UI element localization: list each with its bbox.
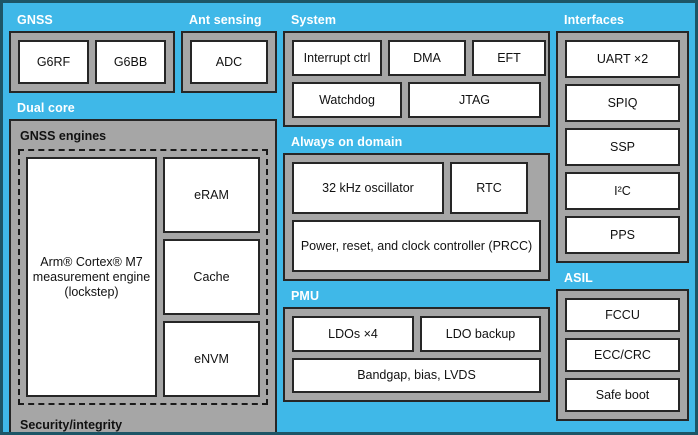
block-dma[interactable]: DMA [388, 40, 466, 76]
block-ssp[interactable]: SSP [565, 128, 680, 166]
pmu-groupbox: LDOs ×4 LDO backup Bandgap, bias, LVDS [283, 307, 550, 402]
pmu-row-1: LDOs ×4 LDO backup [292, 316, 541, 352]
section-title-dual-core: Dual core [17, 101, 75, 115]
right-column: Interfaces UART ×2 SPIQ SSP I²C PPS ASIL… [556, 9, 689, 425]
asil-groupbox: FCCU ECC/CRC Safe boot [556, 289, 689, 421]
section-title-asil: ASIL [564, 271, 593, 285]
block-i2c[interactable]: I²C [565, 172, 680, 210]
block-32khz-oscillator[interactable]: 32 kHz oscillator [292, 162, 444, 214]
section-title-system: System [291, 13, 337, 27]
block-g6rf[interactable]: G6RF [18, 40, 89, 84]
section-title-pmu: PMU [291, 289, 320, 303]
section-system: System Interrupt ctrl DMA EFT Watchdog J… [283, 9, 550, 127]
subsection-title-security-integrity: Security/integrity [20, 418, 123, 432]
block-ldos[interactable]: LDOs ×4 [292, 316, 414, 352]
pmu-row-2: Bandgap, bias, LVDS [292, 358, 541, 393]
section-title-always-on-domain: Always on domain [291, 135, 403, 149]
left-column: GNSS G6RF G6BB Ant sensing ADC [9, 9, 277, 432]
block-g6bb[interactable]: G6BB [95, 40, 167, 84]
section-title-ant-sensing: Ant sensing [189, 13, 262, 27]
memory-stack: eRAM Cache eNVM [163, 157, 260, 397]
diagram-columns: GNSS G6RF G6BB Ant sensing ADC [3, 3, 695, 432]
always-on-row-2: Power, reset, and clock controller (PRCC… [292, 220, 541, 272]
gnss-and-ant-row: GNSS G6RF G6BB Ant sensing ADC [9, 9, 277, 93]
middle-column: System Interrupt ctrl DMA EFT Watchdog J… [283, 9, 550, 425]
block-jtag[interactable]: JTAG [408, 82, 541, 118]
block-fccu[interactable]: FCCU [565, 298, 680, 332]
section-ant-sensing: Ant sensing ADC [181, 9, 277, 93]
section-always-on-domain: Always on domain 32 kHz oscillator RTC P… [283, 127, 550, 281]
dual-core-groupbox: GNSS engines Arm® Cortex® M7 measurement… [9, 119, 277, 432]
block-watchdog[interactable]: Watchdog [292, 82, 402, 118]
block-ecc-crc[interactable]: ECC/CRC [565, 338, 680, 372]
block-spiq[interactable]: SPIQ [565, 84, 680, 122]
system-row-1: Interrupt ctrl DMA EFT [292, 40, 546, 76]
section-asil: ASIL FCCU ECC/CRC Safe boot [556, 263, 689, 421]
block-envm[interactable]: eNVM [163, 321, 260, 397]
block-cache[interactable]: Cache [163, 239, 260, 315]
security-integrity-block: Security/integrity Hardware secure modul… [18, 411, 268, 432]
section-interfaces: Interfaces UART ×2 SPIQ SSP I²C PPS [556, 9, 689, 263]
system-row-2: Watchdog JTAG [292, 82, 541, 118]
ant-sensing-block-row: ADC [190, 40, 268, 84]
section-title-gnss: GNSS [17, 13, 53, 27]
section-title-interfaces: Interfaces [564, 13, 625, 27]
block-rtc[interactable]: RTC [450, 162, 528, 214]
always-on-domain-groupbox: 32 kHz oscillator RTC Power, reset, and … [283, 153, 550, 281]
section-gnss: GNSS G6RF G6BB [9, 9, 175, 93]
block-bandgap-bias-lvds[interactable]: Bandgap, bias, LVDS [292, 358, 541, 393]
block-pps[interactable]: PPS [565, 216, 680, 254]
section-dual-core: Dual core GNSS engines Arm® Cortex® M7 m… [9, 93, 277, 432]
always-on-row-1: 32 kHz oscillator RTC [292, 162, 541, 214]
block-adc[interactable]: ADC [190, 40, 268, 84]
block-cortex-m7-measurement-engine[interactable]: Arm® Cortex® M7 measurement engine (lock… [26, 157, 157, 397]
block-eft[interactable]: EFT [472, 40, 546, 76]
section-pmu: PMU LDOs ×4 LDO backup Bandgap, bias, LV… [283, 281, 550, 402]
subsection-title-gnss-engines: GNSS engines [20, 129, 107, 143]
gnss-engines-block: GNSS engines Arm® Cortex® M7 measurement… [18, 128, 268, 405]
gnss-groupbox: G6RF G6BB [9, 31, 175, 93]
block-interrupt-ctrl[interactable]: Interrupt ctrl [292, 40, 382, 76]
block-eram[interactable]: eRAM [163, 157, 260, 233]
interfaces-groupbox: UART ×2 SPIQ SSP I²C PPS [556, 31, 689, 263]
block-safe-boot[interactable]: Safe boot [565, 378, 680, 412]
block-ldo-backup[interactable]: LDO backup [420, 316, 541, 352]
block-power-reset-clock-controller[interactable]: Power, reset, and clock controller (PRCC… [292, 220, 541, 272]
system-groupbox: Interrupt ctrl DMA EFT Watchdog JTAG [283, 31, 550, 127]
ant-sensing-groupbox: ADC [181, 31, 277, 93]
gnss-block-row: G6RF G6BB [18, 40, 167, 84]
block-uart[interactable]: UART ×2 [565, 40, 680, 78]
gnss-engines-dashed-region: Arm® Cortex® M7 measurement engine (lock… [18, 149, 268, 405]
